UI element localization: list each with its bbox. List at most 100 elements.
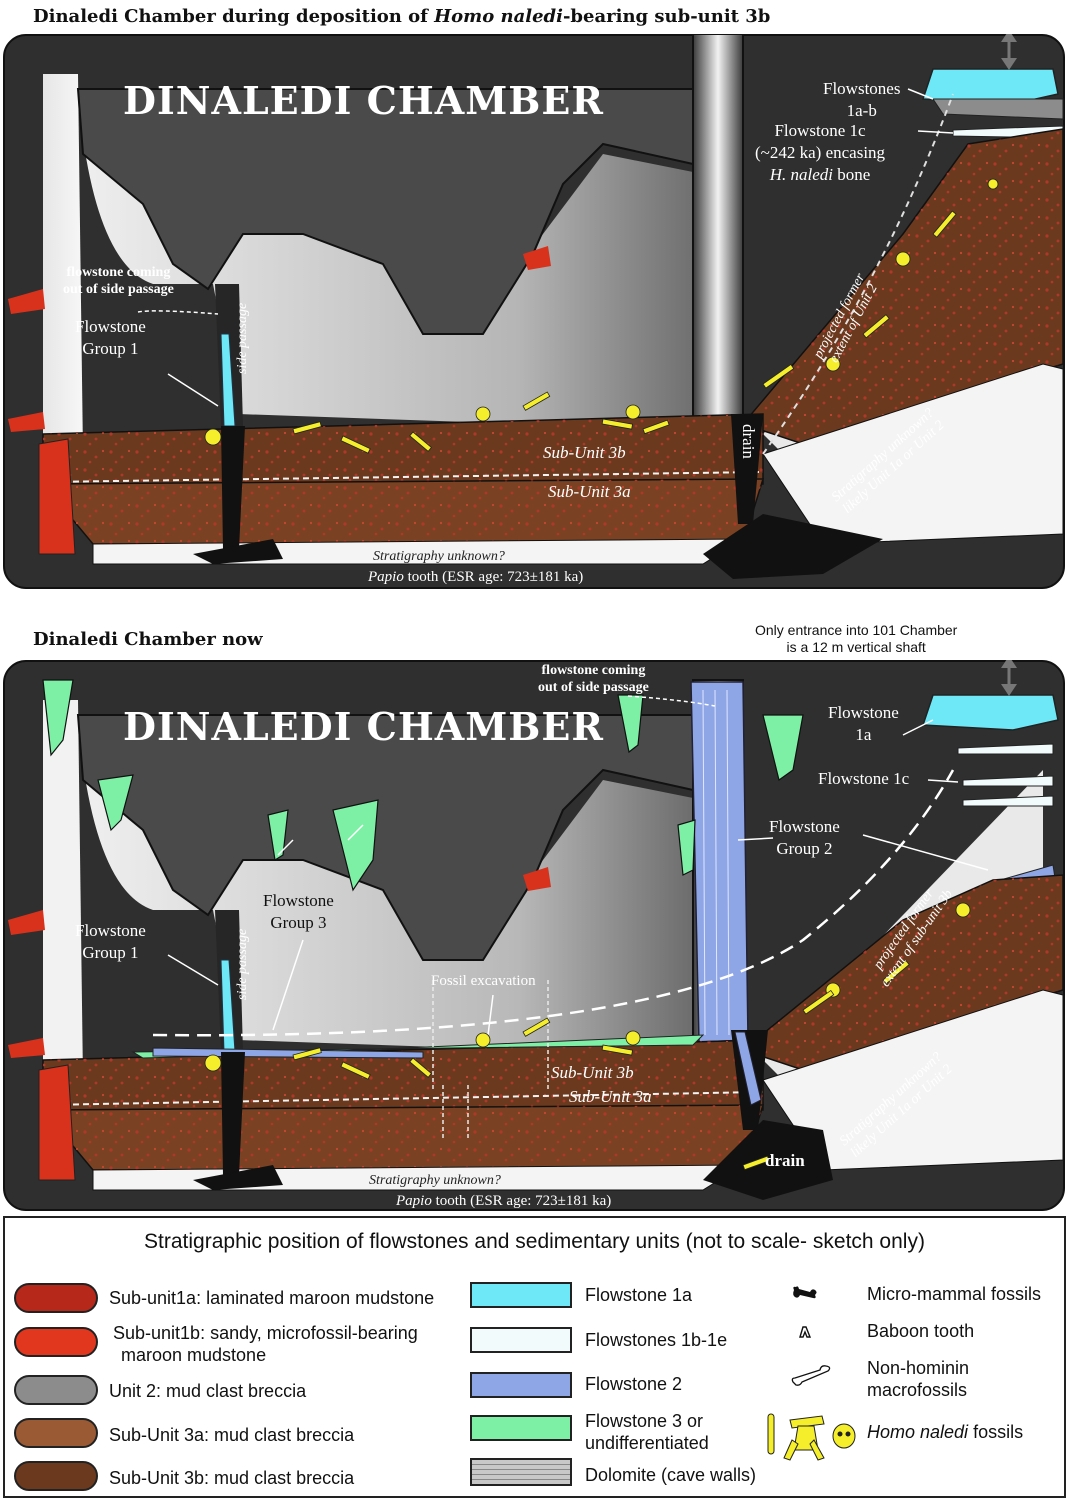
sub-unit-3b-swatch	[14, 1461, 98, 1491]
side-passage-label: side passage	[235, 302, 250, 374]
label-line: Non-hominin	[867, 1358, 970, 1378]
label-line: Flowstone 3 or	[585, 1411, 704, 1431]
papio-tooth-label: Papio tooth (ESR age: 723±181 ka)	[396, 1190, 611, 1212]
sub-unit-3a-label: Sub-Unit 3a	[548, 482, 631, 501]
label-line: Flowstone	[769, 817, 840, 836]
label-line: flowstone coming	[66, 265, 171, 280]
entrance-note: Only entrance into 101 Chamber is a 12 m…	[755, 622, 957, 656]
sub-unit-3a-swatch	[14, 1418, 98, 1448]
label-line: macrofossils	[867, 1380, 968, 1400]
label-part: bone	[837, 165, 871, 184]
label-line: maroon mudstone	[121, 1345, 267, 1365]
drain-label: drain	[765, 1151, 805, 1170]
papio-tooth-label: Papio tooth (ESR age: 723±181 ka)	[368, 566, 583, 588]
sub-unit-3a-label: Sub-Unit 3a	[569, 1087, 652, 1106]
flowstone-group1-label: Flowstone Group 1	[75, 316, 146, 360]
label-line: Group 3	[270, 913, 327, 932]
label-line: Flowstone	[828, 703, 899, 722]
macrofossil-bone-icon	[791, 1365, 831, 1386]
homo-naledi-skeleton-icon	[767, 1413, 856, 1461]
label-line: Flowstones	[823, 79, 901, 98]
flowstone-3-legend-label: Flowstone 3 or undifferentiated	[585, 1410, 709, 1454]
fossil-cluster	[204, 902, 971, 1171]
label-line: out of side passage	[538, 680, 649, 695]
flowstone-side-passage-label: flowstone coming out of side passage	[538, 662, 649, 696]
baboon-tooth-label: Baboon tooth	[867, 1321, 975, 1341]
flowstone-2-legend-label: Flowstone 2	[585, 1374, 683, 1394]
baboon-tooth-icon	[799, 1326, 812, 1338]
label-part: tooth (ESR age: 723±181 ka)	[431, 1193, 612, 1209]
micro-mammal-label: Micro-mammal fossils	[867, 1284, 1042, 1304]
chamber-title: DINALEDI CHAMBER	[123, 78, 604, 123]
label-part: fossils	[968, 1422, 1024, 1442]
flowstone-1a-label: Flowstone 1a	[828, 702, 899, 746]
fossil-cluster	[204, 178, 999, 454]
legend-title: Stratigraphic position of flowstones and…	[144, 1230, 925, 1253]
flowstone-group2-label: Flowstone Group 2	[769, 816, 840, 860]
italic-part: Homo naledi	[867, 1422, 969, 1442]
caption-text-end: -bearing sub-unit 3b	[562, 6, 771, 27]
dolomite-swatch	[470, 1458, 572, 1486]
sub-unit-1b-swatch	[14, 1327, 98, 1357]
flowstone-1a-legend-label: Flowstone 1a	[585, 1285, 693, 1305]
micro-mammal-bone-icon	[793, 1286, 817, 1299]
bottom-cave-diagram: DINALEDI CHAMBER flowstone coming out of…	[3, 660, 1067, 1212]
stalactites	[42, 679, 804, 892]
label-part: tooth (ESR age: 723±181 ka)	[403, 569, 584, 585]
label-line: Flowstone	[263, 891, 334, 910]
flowstone-1c-label: Flowstone 1c (~242 ka) encasing H. naled…	[755, 120, 885, 186]
label-line: Only entrance into 101 Chamber	[755, 622, 958, 638]
sub-unit-3a-label: Sub-Unit 3a: mud clast breccia	[109, 1425, 355, 1445]
label-line: flowstone coming	[541, 663, 646, 678]
flowstone-group3-label: Flowstone Group 3	[263, 890, 334, 934]
sub-unit-3b-label: Sub-Unit 3b: mud clast breccia	[109, 1468, 355, 1488]
caption-text: Dinaledi Chamber during deposition of	[33, 6, 435, 27]
flowstones-1ab-label: Flowstones 1a-b	[823, 78, 900, 122]
label-line: Flowstone	[75, 317, 146, 336]
italic-part: Papio	[396, 1193, 432, 1209]
chamber-title: DINALEDI CHAMBER	[123, 704, 604, 749]
label-line: Group 1	[82, 339, 139, 358]
label-line: Group 1	[82, 943, 139, 962]
sub-unit-3b-label: Sub-Unit 3b	[551, 1063, 634, 1082]
flowstone-1c-label: Flowstone 1c	[818, 769, 910, 788]
sub-unit-1a-swatch	[14, 1283, 98, 1313]
sub-unit-1a-label: Sub-unit1a: laminated maroon mudstone	[109, 1288, 435, 1308]
italic-part: Papio	[368, 569, 404, 585]
side-passage-label: side passage	[235, 928, 250, 1000]
legend-box: Stratigraphic position of flowstones and…	[3, 1216, 1066, 1498]
top-cave-diagram: DINALEDI CHAMBER Flowstones 1a-b Flowsto…	[3, 34, 1067, 590]
fossil-excavation-label: Fossil excavation	[431, 973, 536, 989]
macrofossil-label: Non-hominin macrofossils	[867, 1357, 969, 1401]
label-line: Flowstone	[75, 921, 146, 940]
label-line: Sub-unit1b: sandy, microfossil-bearing	[113, 1323, 418, 1343]
dolomite-label: Dolomite (cave walls)	[585, 1465, 757, 1485]
unit-2-label: Unit 2: mud clast breccia	[109, 1381, 307, 1401]
bottom-cave-svg	[3, 660, 1065, 1211]
flowstones-1b-1e-label: Flowstones 1b-1e	[585, 1330, 728, 1350]
caption-italic-text: Homo naledi	[434, 6, 563, 27]
flowstones-1b-1e-swatch	[470, 1327, 572, 1353]
label-line: out of side passage	[63, 282, 174, 297]
strat-unknown-bottom-label: Stratigraphy unknown?	[369, 1173, 501, 1188]
top-panel-caption: Dinaledi Chamber during deposition of Ho…	[33, 6, 770, 27]
sub-unit-3b-label: Sub-Unit 3b	[543, 443, 626, 462]
label-line: is a 12 m vertical shaft	[786, 639, 926, 655]
label-line: 1a-b	[846, 101, 877, 120]
flowstone-1a-swatch	[470, 1282, 572, 1308]
drain-label: drain	[739, 424, 758, 459]
top-cave-svg	[3, 34, 1065, 589]
bottom-panel-caption: Dinaledi Chamber now	[33, 629, 263, 650]
label-line: (~242 ka) encasing	[755, 143, 886, 162]
homo-naledi-label: Homo naledi fossils	[867, 1421, 1023, 1443]
label-line: Flowstone 1c	[774, 121, 866, 140]
flowstone-2-swatch	[470, 1372, 572, 1398]
label-line: H. naledi bone	[755, 164, 885, 186]
italic-part: H. naledi	[769, 165, 834, 184]
flowstone-side-passage-label: flowstone coming out of side passage	[63, 264, 174, 298]
sub-unit-1b-label: Sub-unit1b: sandy, microfossil-bearing m…	[113, 1322, 418, 1366]
label-line: 1a	[855, 725, 872, 744]
unit-2-swatch	[14, 1375, 98, 1405]
label-line: Group 2	[776, 839, 833, 858]
strat-unknown-bottom-label: Stratigraphy unknown?	[373, 549, 505, 564]
